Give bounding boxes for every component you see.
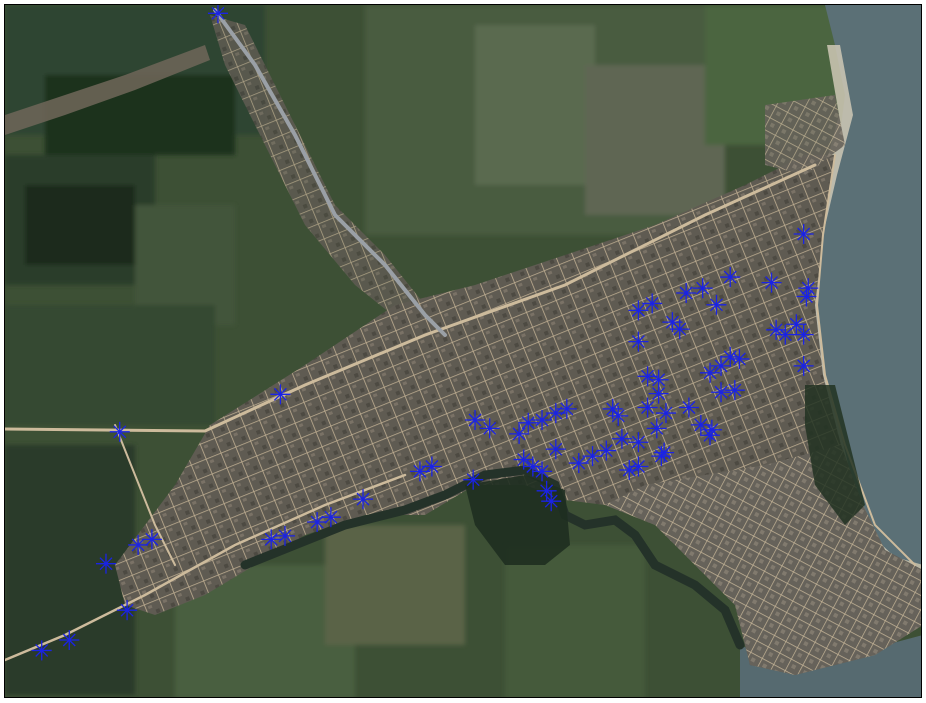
asterisk-cross-icon[interactable]: [270, 384, 291, 405]
asterisk-cross-icon[interactable]: [596, 440, 617, 461]
asterisk-cross-icon[interactable]: [619, 459, 640, 480]
asterisk-cross-icon[interactable]: [320, 507, 341, 528]
asterisk-cross-icon[interactable]: [509, 423, 530, 444]
asterisk-cross-icon[interactable]: [518, 412, 539, 433]
asterisk-cross-icon[interactable]: [793, 355, 814, 376]
asterisk-cross-icon[interactable]: [798, 278, 819, 299]
satellite-map[interactable]: [5, 5, 922, 698]
asterisk-cross-icon[interactable]: [793, 324, 814, 345]
asterisk-cross-icon[interactable]: [274, 525, 295, 546]
asterisk-cross-icon[interactable]: [541, 491, 562, 512]
asterisk-cross-icon[interactable]: [522, 456, 543, 477]
asterisk-cross-icon[interactable]: [602, 398, 623, 419]
asterisk-cross-icon[interactable]: [669, 319, 690, 340]
asterisk-cross-icon[interactable]: [711, 382, 732, 403]
asterisk-cross-icon[interactable]: [706, 294, 727, 315]
asterisk-cross-icon[interactable]: [545, 439, 566, 460]
asterisk-cross-icon[interactable]: [141, 529, 162, 550]
asterisk-cross-icon[interactable]: [786, 314, 807, 335]
asterisk-cross-icon[interactable]: [646, 418, 667, 439]
town-north-road-settlement: [210, 15, 425, 325]
coastal-vegetation: [805, 385, 865, 525]
asterisk-cross-icon[interactable]: [532, 461, 553, 482]
asterisk-cross-icon[interactable]: [582, 446, 603, 467]
asterisk-cross-icon[interactable]: [31, 640, 52, 661]
asterisk-cross-icon[interactable]: [766, 319, 787, 340]
asterisk-cross-icon[interactable]: [676, 283, 697, 304]
asterisk-cross-icon[interactable]: [729, 348, 750, 369]
asterisk-cross-icon[interactable]: [479, 418, 500, 439]
asterisk-cross-icon[interactable]: [109, 421, 130, 442]
map-view[interactable]: [4, 4, 922, 698]
asterisk-cross-icon[interactable]: [353, 489, 374, 510]
northwest-settlement: [5, 45, 210, 135]
river-bank-vegetation: [465, 475, 570, 565]
asterisk-cross-icon[interactable]: [700, 362, 721, 383]
asterisk-cross-icon[interactable]: [793, 224, 814, 245]
asterisk-cross-icon[interactable]: [678, 397, 699, 418]
asterisk-cross-icon[interactable]: [761, 272, 782, 293]
main-roads: [5, 8, 916, 662]
asterisk-cross-icon[interactable]: [556, 398, 577, 419]
asterisk-cross-icon[interactable]: [207, 5, 228, 24]
asterisk-cross-icon[interactable]: [465, 410, 486, 431]
northeast-settlement: [765, 95, 845, 175]
asterisk-cross-icon[interactable]: [532, 410, 553, 431]
asterisk-cross-icon[interactable]: [611, 428, 632, 449]
asterisk-cross-icon[interactable]: [117, 600, 138, 621]
asterisk-cross-icon[interactable]: [775, 324, 796, 345]
asterisk-cross-icon[interactable]: [692, 278, 713, 299]
asterisk-cross-icon[interactable]: [628, 432, 649, 453]
asterisk-cross-icon[interactable]: [637, 397, 658, 418]
asterisk-cross-icon[interactable]: [421, 456, 442, 477]
asterisk-cross-icon[interactable]: [59, 630, 80, 651]
asterisk-cross-icon[interactable]: [700, 425, 721, 446]
asterisk-cross-icon[interactable]: [628, 331, 649, 352]
asterisk-cross-icon[interactable]: [648, 369, 669, 390]
marker-layer: [31, 5, 819, 661]
asterisk-cross-icon[interactable]: [307, 512, 328, 533]
asterisk-cross-icon[interactable]: [128, 534, 149, 555]
asterisk-cross-icon[interactable]: [95, 553, 116, 574]
asterisk-cross-icon[interactable]: [724, 380, 745, 401]
asterisk-cross-icon[interactable]: [463, 469, 484, 490]
asterisk-cross-icon[interactable]: [409, 461, 430, 482]
asterisk-cross-icon[interactable]: [568, 453, 589, 474]
asterisk-cross-icon[interactable]: [651, 446, 672, 467]
asterisk-cross-icon[interactable]: [642, 293, 663, 314]
asterisk-cross-icon[interactable]: [720, 267, 741, 288]
asterisk-cross-icon[interactable]: [655, 403, 676, 424]
asterisk-cross-icon[interactable]: [628, 300, 649, 321]
